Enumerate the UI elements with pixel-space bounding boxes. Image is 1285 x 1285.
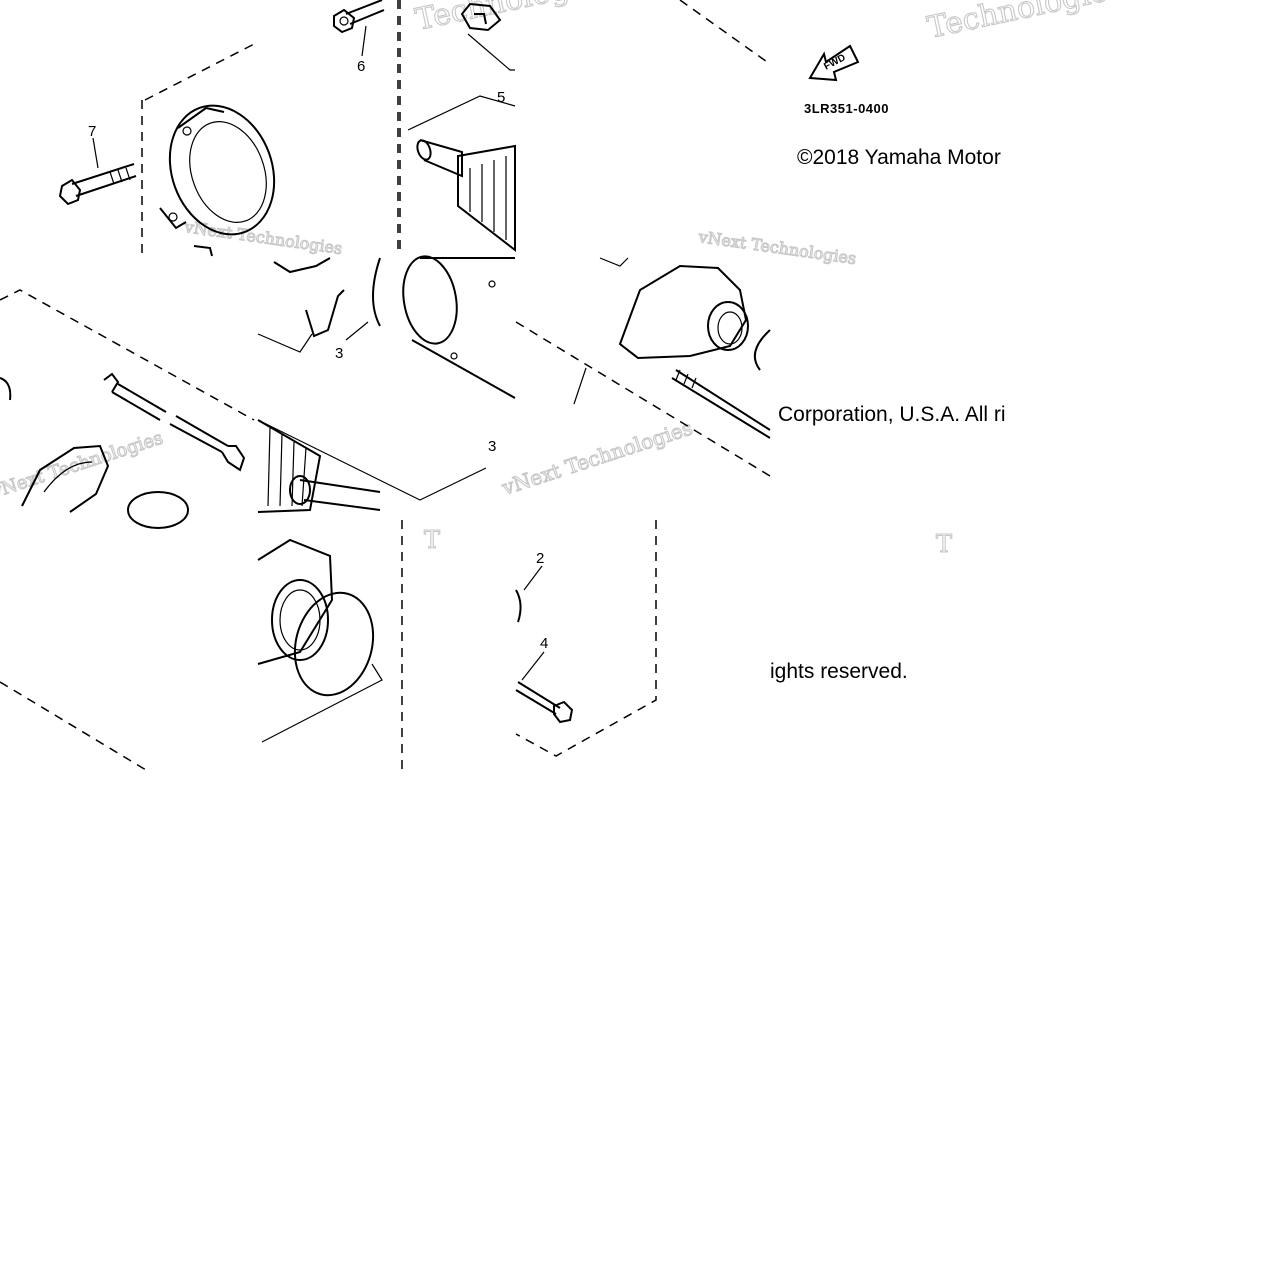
brush-holder-part — [460, 2, 502, 32]
tile-r1-c3: 5 — [399, 0, 516, 256]
watermark-top-right: Technologies — [924, 0, 1125, 46]
dashed-outline — [0, 289, 255, 421]
tile-r1-c2: 6 — [333, 0, 399, 256]
frame-line — [573, 367, 587, 405]
brush-plate-part — [21, 444, 110, 513]
bolt-6-part — [333, 0, 385, 34]
armature-shaft-part — [416, 139, 516, 253]
watermark-center-lower: vNext Technologies — [498, 416, 695, 501]
callout-3b: 3 — [488, 438, 496, 455]
yoke-housing-part — [402, 255, 516, 399]
copyright-line-3: ights reserved. — [770, 660, 908, 683]
tile-r3-c3: 2 4 — [401, 520, 657, 770]
frame-line — [407, 95, 516, 131]
o-ring-part — [372, 257, 381, 327]
part-code: 3LR351-0400 — [804, 101, 889, 116]
callout-2: 2 — [536, 550, 544, 567]
cover-edge-part — [0, 377, 12, 401]
dashed-outline — [679, 0, 771, 65]
front-cover-part — [599, 257, 749, 360]
leader-line — [467, 33, 515, 71]
tile-r2-c2: 3 3 — [257, 255, 516, 513]
o-ring-part — [127, 491, 189, 529]
rear-cover-part — [257, 538, 334, 665]
leader-line — [521, 651, 545, 681]
watermark-top-center: Technologies — [412, 0, 613, 38]
callout-7: 7 — [88, 123, 96, 140]
bolt-7-part — [58, 163, 137, 206]
through-bolt-part — [671, 369, 771, 439]
dashed-outline — [515, 321, 771, 477]
watermark-left-upper: vNext Technologies — [182, 217, 343, 258]
end-cover-part — [159, 104, 276, 236]
screw-4-part — [515, 681, 574, 724]
fwd-label: FWD — [822, 52, 847, 72]
frame-line — [261, 663, 383, 743]
tile-r3-c1 — [0, 681, 147, 771]
o-ring-part — [515, 589, 522, 623]
tile-r3-c4: ights reserved. — [770, 660, 908, 683]
callout-4: 4 — [540, 635, 548, 652]
dashed-outline — [144, 41, 259, 101]
copyright-line-2: Corporation, U.S.A. All ri — [778, 403, 1006, 426]
watermark-right-upper: vNext Technologies — [696, 227, 857, 268]
tile-r2-c4: Corporation, U.S.A. All ri — [778, 403, 1006, 426]
tile-r1-c1: 7 — [58, 41, 276, 257]
watermark-mid-left: T — [424, 526, 440, 554]
frame-line — [257, 419, 487, 501]
brush-spring-part — [273, 257, 345, 338]
watermark-left-lower: vNext Technologies — [0, 428, 166, 504]
leader-line — [345, 321, 369, 341]
hose-part — [103, 372, 246, 472]
callout-6: 6 — [357, 58, 365, 75]
clip-part — [193, 245, 213, 257]
leader-line — [523, 565, 543, 591]
fwd-arrow-icon: FWD — [808, 44, 860, 82]
tile-r2-c3 — [515, 257, 771, 477]
tile-r2-c1 — [0, 289, 255, 529]
o-ring-part — [293, 591, 375, 697]
leader-line — [92, 137, 99, 169]
leader-line — [361, 25, 367, 57]
callout-3a: 3 — [335, 345, 343, 362]
o-ring-part — [753, 329, 771, 371]
frame-line — [257, 333, 313, 353]
copyright-line-1: ©2018 Yamaha Motor — [797, 146, 1001, 169]
dashed-outline — [0, 681, 147, 771]
callout-5: 5 — [497, 89, 505, 106]
armature-part — [257, 419, 381, 513]
watermark-mid-right: T — [936, 530, 952, 558]
tile-r3-c2 — [257, 538, 383, 743]
